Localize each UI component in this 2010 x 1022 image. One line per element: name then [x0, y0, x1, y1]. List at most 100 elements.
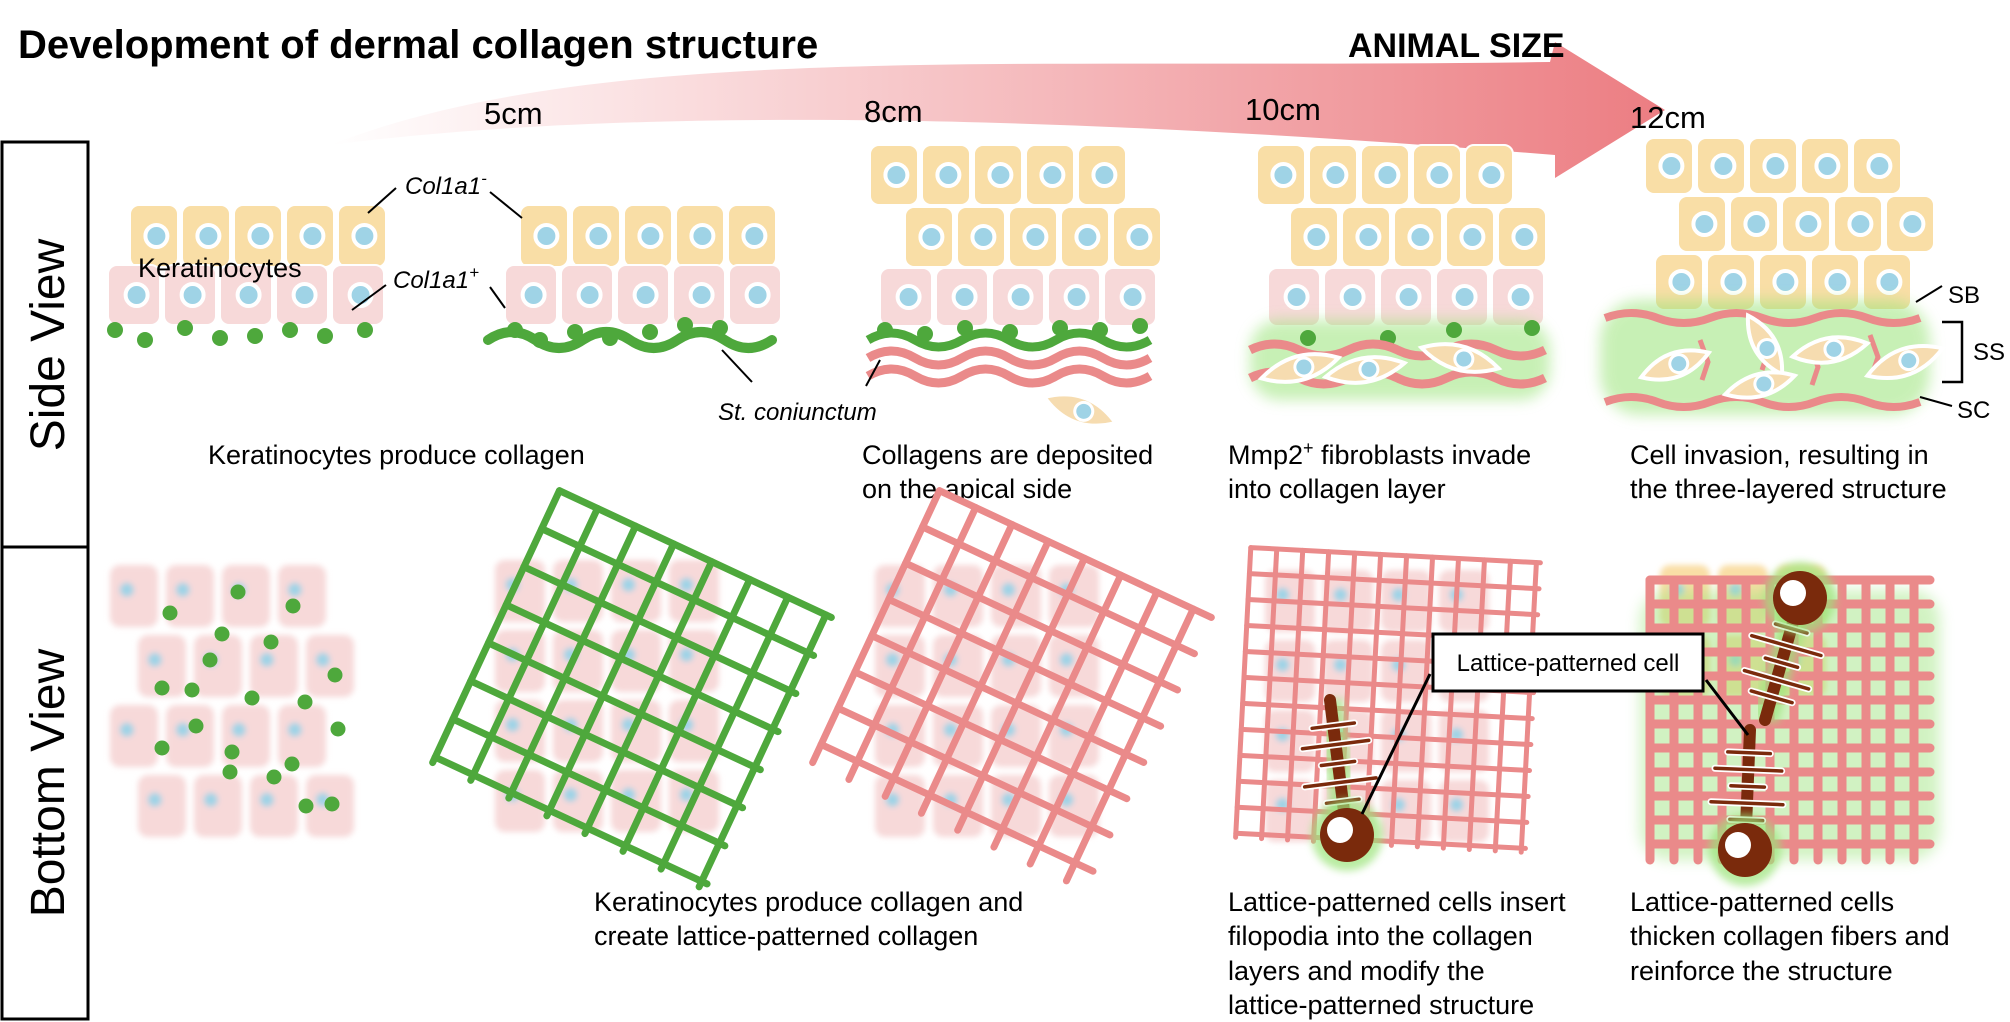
collagen-dot	[137, 332, 153, 348]
side-caption-2-line-1: Collagens are deposited	[862, 440, 1153, 470]
collagen-dot	[917, 326, 933, 342]
nucleus	[291, 282, 318, 308]
nucleus	[1059, 652, 1074, 667]
nucleus	[1358, 358, 1380, 380]
blurred-cell	[110, 705, 158, 767]
nucleus	[1327, 817, 1353, 843]
lattice-patterned-cell	[1298, 694, 1383, 871]
collagen-dot	[222, 764, 238, 780]
bottom-panel-3	[809, 487, 1215, 885]
nucleus	[895, 284, 922, 310]
collagen-dot	[1300, 330, 1316, 346]
collagen-fiber	[1248, 545, 1543, 566]
nucleus	[576, 282, 603, 308]
bottom-caption-1: Keratinocytes produce collagen and creat…	[594, 887, 1023, 951]
side-caption-4-line-2: the three-layered structure	[1630, 474, 1947, 504]
collagen-dot	[162, 605, 178, 621]
nucleus	[1073, 400, 1095, 422]
filopodium	[1300, 738, 1371, 751]
side-caption-1: Keratinocytes produce collagen	[208, 440, 585, 470]
collagen-dot	[263, 634, 279, 650]
collagen-fiber	[917, 537, 1052, 817]
bottom-caption-3-line-1: Lattice-patterned cells	[1630, 887, 1894, 917]
collagen-dot	[1132, 318, 1148, 334]
nucleus	[287, 722, 302, 737]
side-view-panels	[107, 137, 1947, 428]
size-5cm: 5cm	[484, 96, 543, 131]
side-panel-4	[1600, 137, 1947, 415]
bottom-caption-2-line-3: layers and modify the	[1228, 956, 1485, 986]
nucleus	[1898, 350, 1920, 372]
nucleus	[533, 223, 560, 249]
collagen-layer-sc	[1603, 393, 1922, 411]
nucleus	[1507, 284, 1534, 310]
nucleus	[1275, 657, 1290, 672]
nucleus	[1710, 153, 1737, 179]
nucleus	[1339, 284, 1366, 310]
nucleus	[1772, 269, 1799, 295]
collagen-fiber	[1245, 597, 1541, 618]
collagen-fiber	[902, 559, 1182, 694]
nucleus	[1275, 587, 1290, 602]
filopodium	[1750, 633, 1823, 658]
collagen-dot	[177, 320, 193, 336]
nucleus	[1762, 153, 1789, 179]
side-caption-4: Cell invasion, resulting in the three-la…	[1630, 440, 1947, 504]
blurred-cell	[495, 770, 545, 832]
blurred-cell	[166, 705, 214, 767]
nucleus	[235, 282, 262, 308]
nucleus	[520, 282, 547, 308]
nucleus	[1720, 269, 1747, 295]
collagen-fiber	[834, 704, 1114, 839]
collagen-dot	[1524, 320, 1540, 336]
nucleus	[1795, 211, 1822, 237]
nucleus	[1899, 211, 1926, 237]
collagen-dot	[214, 626, 230, 642]
collagen-dot	[357, 322, 373, 338]
collagen-fiber	[1414, 554, 1436, 850]
blurred-cell	[138, 775, 186, 837]
nucleus	[1395, 284, 1422, 310]
col1a1-plus-label: Col1a1+	[393, 263, 479, 294]
nucleus	[689, 223, 716, 249]
collagen-dot	[282, 322, 298, 338]
nucleus	[637, 223, 664, 249]
collagen-fiber	[1259, 546, 1280, 842]
collagen-fiber	[1240, 700, 1535, 722]
nucleus	[1823, 338, 1845, 360]
bottom-panel-1	[110, 565, 354, 837]
nucleus	[1293, 356, 1315, 378]
side-view-box: Side View	[0, 140, 90, 549]
collagen-dot	[154, 740, 170, 756]
nucleus	[1374, 162, 1401, 188]
collagen-layer	[483, 327, 777, 353]
filopodium	[1310, 721, 1357, 731]
filopodium	[1729, 783, 1767, 789]
nucleus	[1119, 284, 1146, 310]
col1a1-minus-base: Col1a1	[405, 173, 481, 200]
nucleus	[505, 717, 520, 732]
sc-label: SC	[1957, 397, 1990, 424]
filopodium	[1742, 668, 1811, 691]
collagen-fiber	[1466, 557, 1487, 852]
filopodium	[1302, 776, 1378, 789]
fibroblast	[1040, 392, 1120, 428]
collagen-fiber	[1062, 605, 1197, 885]
bottom-view-box: Bottom View	[0, 545, 90, 1021]
nucleus	[1407, 224, 1434, 250]
bottom-caption-2-line-2: filopodia into the collagen	[1228, 921, 1533, 951]
blurred-cell	[110, 565, 158, 627]
bottom-view-label: Bottom View	[22, 648, 75, 917]
collagen-fiber	[817, 740, 1097, 875]
nucleus	[1426, 162, 1453, 188]
fibroblast	[1257, 352, 1343, 384]
ss-label: SS	[1973, 339, 2005, 366]
nucleus	[1756, 337, 1778, 359]
collagen-dot	[567, 324, 583, 340]
nucleus	[1074, 224, 1101, 250]
bottom-caption-2-line-1: Lattice-patterned cells insert	[1228, 887, 1566, 917]
collagen-strand	[1697, 339, 1711, 381]
blurred-cell	[194, 775, 242, 837]
bottom-caption-1-line-2: create lattice-patterned collagen	[594, 921, 978, 951]
